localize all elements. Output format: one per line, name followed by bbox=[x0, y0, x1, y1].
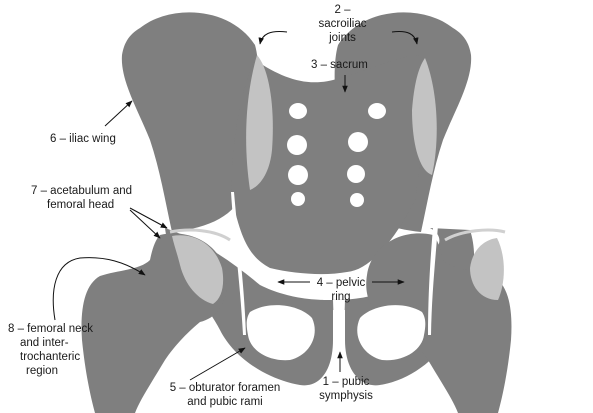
sacral-foramina bbox=[287, 103, 386, 207]
label-pubic-symphysis: 1 – pubic symphysis bbox=[310, 375, 382, 403]
arrow-obturator bbox=[189, 347, 246, 381]
label-sacroiliac-line3: joints bbox=[329, 32, 356, 44]
label-acetabulum-line2: femoral head bbox=[47, 199, 115, 211]
label-symphysis-line2: symphysis bbox=[319, 390, 373, 402]
label-femoral-line3: trochanteric bbox=[20, 351, 81, 363]
arrow-iliac-wing bbox=[104, 100, 133, 127]
label-iliac-wing: 6 – iliac wing bbox=[50, 133, 116, 145]
label-pelvic-ring-line1: 4 – pelvic bbox=[316, 277, 366, 289]
arrow-femoral-head bbox=[129, 209, 161, 239]
label-acetabulum-femoral-head: 7 – acetabulum and femoral head bbox=[31, 184, 132, 212]
arrow-sacroiliac-left bbox=[258, 31, 288, 45]
label-sacroiliac-joints: 2 – sacroiliac joints bbox=[290, 3, 395, 45]
label-sacroiliac-line2: sacroiliac bbox=[318, 18, 367, 30]
left-femoral-head-cartilage bbox=[172, 235, 224, 304]
left-sacroiliac-cartilage bbox=[246, 55, 273, 190]
label-sacrum: 3 – sacrum bbox=[311, 59, 368, 71]
label-femoral-line2: and inter- bbox=[20, 337, 69, 349]
arrow-sacroiliac-right bbox=[391, 31, 419, 45]
label-femoral-line1: 8 – femoral neck bbox=[8, 323, 94, 335]
right-obturator-foramen bbox=[357, 305, 426, 361]
right-inlet-line bbox=[428, 192, 440, 335]
label-obturator-line1: 5 – obturator foramen bbox=[169, 382, 281, 394]
left-obturator-foramen bbox=[246, 305, 315, 361]
right-femoral-head-cartilage bbox=[470, 238, 504, 300]
label-symphysis-line1: 1 – pubic bbox=[322, 376, 370, 388]
label-femoral-line4: region bbox=[26, 365, 58, 377]
left-iliac-wing bbox=[121, 12, 259, 232]
label-acetabulum-line1: 7 – acetabulum and bbox=[31, 185, 133, 197]
left-inlet-line bbox=[231, 192, 246, 335]
label-sacroiliac-line1: 2 – bbox=[334, 4, 351, 16]
label-obturator-line2: and pubic rami bbox=[187, 396, 263, 408]
label-pelvic-ring: 4 – pelvic ring bbox=[300, 276, 382, 304]
arrow-femoral-neck bbox=[52, 257, 146, 321]
pubic-symphysis-gap bbox=[333, 300, 345, 360]
right-acetabular-arc bbox=[444, 228, 506, 242]
right-sacroiliac-cartilage bbox=[412, 58, 437, 175]
left-acetabular-arc bbox=[169, 228, 231, 242]
arrow-acetabulum bbox=[129, 207, 168, 229]
label-obturator-foramen: 5 – obturator foramen and pubic rami bbox=[150, 381, 300, 409]
label-femoral-neck: 8 – femoral neck and inter- trochanteric… bbox=[8, 322, 93, 378]
label-pelvic-ring-line2: ring bbox=[331, 291, 351, 303]
